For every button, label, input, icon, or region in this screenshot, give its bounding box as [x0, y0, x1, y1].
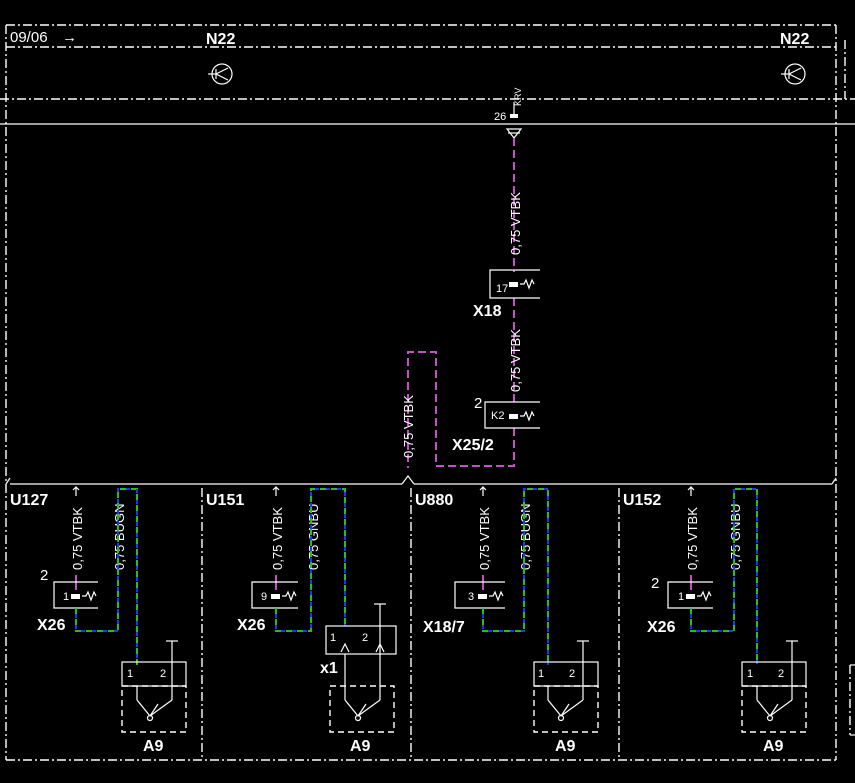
- top-connector-code: KRV: [513, 88, 523, 106]
- trunk-wire-label-left: 0,75 VTBK: [401, 395, 416, 458]
- section-u151-name: U151: [206, 492, 244, 509]
- section-u880-switch-pin2: 2: [569, 668, 575, 680]
- connector-x18: 17: [489, 269, 540, 299]
- section-u152: U152 0,75 VTBK 0,75 GNBU 1 2 X26 1 2 A9: [623, 486, 807, 755]
- section-u127-connector-name: X26: [37, 617, 66, 634]
- section-u151-relay-pin1: 1: [330, 632, 336, 644]
- section-u152-switch-pin1: 1: [747, 668, 753, 680]
- section-u127-switch-pin2: 2: [160, 668, 166, 680]
- section-u127-connector-index: 2: [40, 567, 48, 584]
- switch-a9-icon: [741, 640, 807, 733]
- section-u151-wire-a: 0,75 VTBK: [270, 507, 285, 570]
- connector-x18-pin: 17: [496, 283, 508, 295]
- section-u880-wire-a: 0,75 VTBK: [477, 507, 492, 570]
- relay-x1-icon: [325, 603, 397, 686]
- connector-x18-name: X18: [473, 303, 502, 320]
- section-u152-wire-a: 0,75 VTBK: [685, 507, 700, 570]
- bus-line: [5, 475, 837, 485]
- section-u151-relay-pin2: 2: [362, 632, 368, 644]
- date-arrow: →: [62, 29, 77, 46]
- switch-a9-icon: [533, 640, 599, 733]
- section-u152-name: U152: [623, 492, 661, 509]
- section-u151: U151 0,75 VTBK 0,75 GNBU 9 X26 1 2 x1: [206, 486, 397, 755]
- section-dividers: [201, 488, 855, 760]
- section-u127-wire-a: 0,75 VTBK: [70, 507, 85, 570]
- section-u151-relay-name: x1: [320, 660, 338, 677]
- section-u152-switch-name: A9: [763, 738, 784, 755]
- section-u151-wire-b: 0,75 GNBU: [306, 504, 321, 570]
- top-connector: KRV 26: [494, 88, 523, 139]
- module-label-left: N22: [206, 31, 235, 48]
- section-u127-switch-pin1: 1: [127, 668, 133, 680]
- section-u152-connector-name: X26: [647, 619, 676, 636]
- module-label-right: N22: [780, 31, 809, 48]
- section-u152-switch-pin2: 2: [778, 668, 784, 680]
- top-connector-pin: 26: [494, 111, 506, 123]
- section-u127-name: U127: [10, 492, 48, 509]
- diagram-frame: [0, 24, 855, 761]
- section-u151-connector-pin: 9: [261, 591, 267, 603]
- section-u152-connector-index: 2: [651, 575, 659, 592]
- section-u880-name: U880: [415, 492, 453, 509]
- section-u880: U880 0,75 VTBK 0,75 BUGN 3 X18/7 1 2 A9: [415, 486, 599, 755]
- section-u151-connector-name: X26: [237, 617, 266, 634]
- section-u127-wire-b: 0,75 BUGN: [112, 504, 127, 570]
- section-u151-switch-name: A9: [350, 738, 371, 755]
- connector-x25-pin: K2: [491, 410, 504, 422]
- connector-x25-index: 2: [474, 395, 482, 412]
- section-u880-switch-pin1: 1: [538, 668, 544, 680]
- section-u880-connector-pin: 3: [468, 591, 474, 603]
- date-marker: 09/06: [10, 29, 48, 46]
- section-u880-connector-name: X18/7: [423, 619, 465, 636]
- section-u152-connector-pin: 1: [678, 591, 684, 603]
- trunk-wire: [407, 138, 515, 468]
- connector-symbol-right-icon: [781, 63, 806, 85]
- switch-a9-icon: [329, 685, 395, 733]
- trunk-wire-label-lower: 0,75 VTBK: [508, 329, 523, 392]
- trunk-wire-label-upper: 0,75 VTBK: [508, 192, 523, 255]
- section-u880-switch-name: A9: [555, 738, 576, 755]
- section-u127-switch-name: A9: [143, 738, 164, 755]
- connector-x25: K2 2: [474, 395, 540, 429]
- section-u880-wire-b: 0,75 BUGN: [518, 504, 533, 570]
- section-u152-wire-b: 0,75 GNBU: [728, 504, 743, 570]
- switch-a9-icon: [121, 640, 187, 733]
- section-u127-connector-pin: 1: [63, 591, 69, 603]
- connector-symbol-left-icon: [208, 63, 233, 85]
- connector-x25-name: X25/2: [452, 437, 494, 454]
- section-u127: U127 0,75 VTBK 0,75 BUGN 1 2 X26 1 2 A9: [10, 486, 187, 755]
